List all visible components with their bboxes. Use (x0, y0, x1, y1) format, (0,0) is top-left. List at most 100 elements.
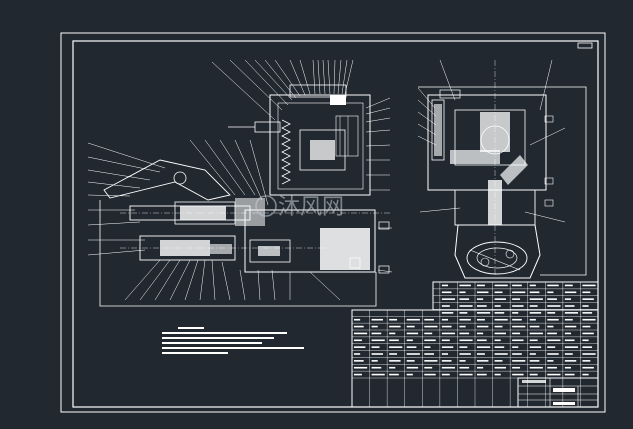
watermark: 沐风网 (255, 195, 344, 220)
technical-notes (162, 327, 304, 354)
parts-list-cell-text (547, 360, 554, 362)
parts-list-cell-text (494, 325, 503, 328)
sheet-code-box (577, 42, 593, 49)
parts-list-cell-text (441, 346, 454, 348)
parts-list-cell-text (441, 298, 456, 300)
watermark-text: 沐风网 (278, 195, 344, 220)
parts-list-cell-text (529, 298, 543, 300)
title-block (517, 377, 599, 408)
parts-list-cell-text (477, 346, 491, 348)
parts-list-cell-text (389, 332, 396, 335)
parts-list-cell-text (564, 353, 573, 355)
parts-list-cell-text (459, 332, 470, 335)
parts-list-cell-text (547, 325, 554, 328)
parts-list-cell-text (564, 298, 572, 300)
parts-list-cell-text (494, 312, 505, 314)
parts-list-cell-text (512, 325, 526, 328)
parts-list-cell-text (529, 291, 540, 294)
side-view-leader-lines (417, 59, 566, 223)
parts-list-cell-text (547, 312, 556, 314)
parts-list-cell-text (512, 291, 526, 294)
parts-list-cell-text (441, 291, 452, 294)
parts-list-cell-text (512, 339, 524, 342)
parts-list-cell-text (529, 305, 538, 307)
main-view-leader-lines (87, 59, 393, 301)
parts-list-cell-text (389, 339, 399, 342)
parts-list-cell-text (371, 332, 382, 335)
parts-list-cell-text (459, 360, 466, 362)
parts-list-cell-text (371, 353, 383, 355)
parts-list-cell-text (564, 360, 577, 362)
parts-list-cell-text (371, 373, 385, 376)
parts-list-cell-text (371, 318, 383, 321)
parts-list-cell-text (512, 318, 522, 321)
parts-list-table (351, 281, 599, 408)
parts-list-cell-text (406, 339, 413, 342)
parts-list-cell-text (564, 325, 577, 328)
parts-list-cell-text (459, 284, 471, 287)
parts-list-cell-text (389, 353, 398, 355)
parts-list-cell-text (477, 332, 484, 335)
parts-list-cell-text (582, 373, 589, 376)
parts-list-cell-text (547, 366, 557, 369)
parts-list-cell-text (389, 346, 403, 348)
parts-list-cell-text (477, 366, 484, 369)
parts-list-cell-text (441, 325, 452, 328)
parts-list-cell-text (582, 318, 596, 321)
parts-list-cell-text (459, 373, 473, 376)
parts-list-cell-text (389, 366, 396, 369)
parts-list-cell-text (494, 373, 501, 376)
parts-list-cell-text (441, 312, 454, 314)
parts-list-cell-text (424, 346, 431, 348)
parts-list-cell-text (406, 325, 415, 328)
parts-list-cell-text (529, 346, 542, 348)
parts-list-cell-text (564, 291, 577, 294)
parts-list-cell-text (547, 339, 561, 342)
parts-list-cell-text (424, 318, 434, 321)
parts-list-cell-text (389, 373, 399, 376)
parts-list-cell-text (582, 353, 596, 355)
parts-list-cell-text (494, 291, 503, 294)
parts-list-cell-text (512, 360, 526, 362)
parts-list-cell-text (371, 339, 385, 342)
parts-list-cell-text (406, 332, 419, 335)
parts-list-cell-text (582, 291, 591, 294)
parts-list-cell-text (512, 298, 521, 300)
parts-list-cell-text (547, 353, 559, 355)
parts-list-cell-text (582, 339, 589, 342)
parts-list-cell-text (389, 325, 401, 328)
parts-list-cell-text (529, 373, 538, 376)
parts-list-cell-text (477, 353, 485, 355)
parts-list-cell-text (477, 284, 485, 287)
parts-list-cell-text (582, 284, 596, 287)
main-section-view (99, 84, 390, 307)
parts-list-cell-text (441, 373, 450, 376)
parts-list-cell-text (459, 346, 468, 348)
parts-list-cell-text (529, 312, 542, 314)
parts-list-cell-text (547, 284, 559, 287)
parts-list-cell-text (529, 332, 543, 335)
parts-list-cell-text (582, 360, 591, 362)
parts-list-cell-text (389, 318, 398, 321)
parts-list-cell-text (529, 353, 536, 355)
parts-list-cell-text (406, 346, 417, 348)
parts-list-cell-text (477, 298, 484, 300)
parts-list-cell-text (529, 339, 538, 342)
parts-list-cell-text (512, 346, 519, 348)
parts-list-cell-text (459, 305, 473, 307)
parts-list-cell-text (441, 339, 450, 342)
parts-list-cell-text (459, 366, 470, 369)
parts-list-cell-text (564, 339, 575, 342)
parts-list-cell-text (441, 305, 450, 307)
parts-list-cell-text (512, 305, 524, 307)
parts-list-cell-text (582, 305, 589, 307)
parts-list-cell-text (582, 366, 594, 369)
parts-list-cell-text (529, 284, 536, 287)
parts-list-cell-text (406, 360, 415, 362)
parts-list-cell-text (354, 373, 362, 376)
parts-list-cell-text (477, 325, 489, 328)
parts-list-cell-text (512, 353, 522, 355)
parts-list-cell-text (354, 339, 362, 342)
parts-list-cell-text (459, 353, 471, 355)
